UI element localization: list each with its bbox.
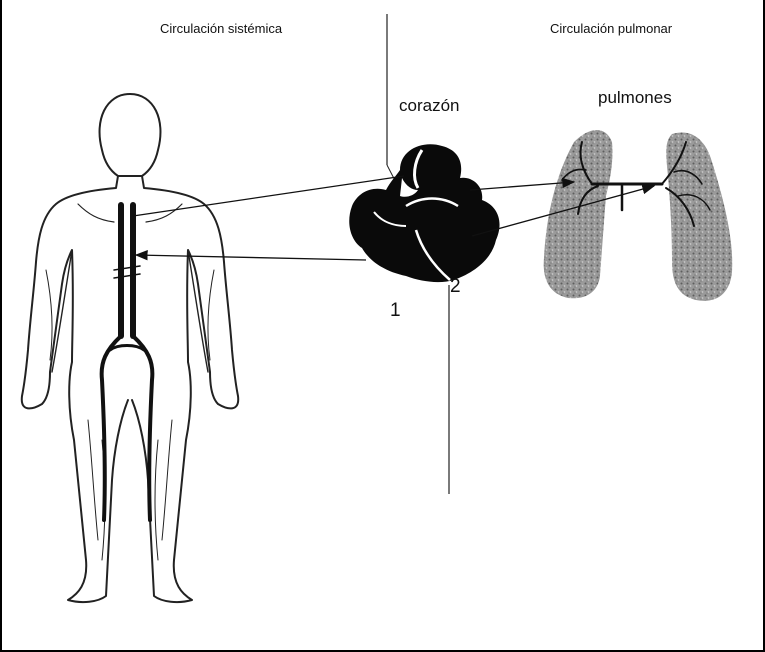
heart-label: corazón [399,96,459,116]
human-body-figure [22,94,238,602]
lungs-label: pulmones [598,88,672,108]
marker-2-label: 2 [450,276,461,298]
lungs-illustration [544,130,733,301]
pulmonary-circulation-title: Circulación pulmonar [550,21,672,36]
heart-illustration [349,144,499,282]
systemic-circulation-title: Circulación sistémica [160,21,282,36]
right-lung [666,132,732,300]
aorta-to-body-arrow [136,255,366,260]
marker-1-label: 1 [390,300,401,322]
body-vessels [102,205,153,520]
